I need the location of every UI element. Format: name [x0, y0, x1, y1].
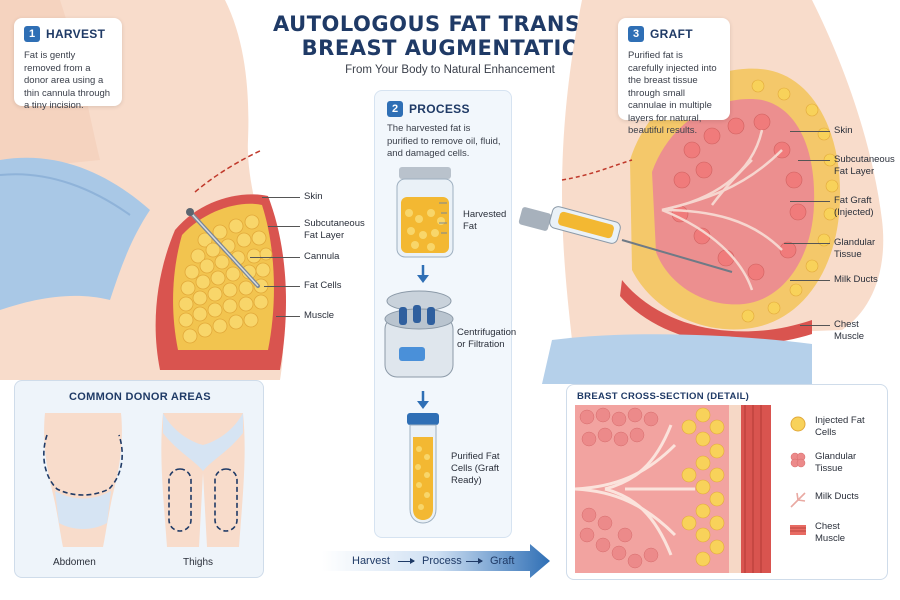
legend-injected: Injected Fat Cells: [789, 415, 875, 439]
milk-ducts: [661, 129, 783, 291]
harvest-label-subcutaneous: Subcutaneous Fat Layer: [304, 218, 365, 241]
process-label-harvested: Harvested Fat: [463, 209, 507, 232]
injected-fat-icon: [790, 416, 806, 432]
graft-step-number: 3: [628, 26, 644, 42]
injected-fat-cells: [741, 79, 839, 323]
graft-drape: [542, 334, 812, 384]
arrow-down-icon-2: [417, 391, 429, 409]
cross-section-title: BREAST CROSS-SECTION (DETAIL): [577, 391, 750, 402]
graft-label-skin: Skin: [834, 125, 853, 136]
purified-fat-tube: [407, 413, 439, 524]
harvest-label-skin: Skin: [304, 191, 323, 202]
legend-injected-text: Injected Fat Cells: [815, 415, 865, 438]
abdomen-donor-outline: [43, 434, 123, 496]
flow-harvest: Harvest: [352, 555, 390, 567]
abdomen-figure: [43, 413, 123, 547]
thighs-figure: [161, 413, 245, 547]
graft-label-chest-muscle: Chest Muscle: [834, 319, 865, 342]
graft-card: 3 GRAFT Purified fat is carefully inject…: [618, 18, 730, 136]
graft-label-fat-graft: Fat Graft (Injected): [834, 195, 874, 218]
thigh-right-donor-outline: [214, 468, 238, 532]
harvest-step-title: HARVEST: [46, 27, 106, 41]
title-line-2: BREAST AUGMENTATION: [301, 36, 599, 60]
incision-line: [194, 149, 263, 193]
donor-areas-title: COMMON DONOR AREAS: [69, 391, 211, 403]
flow-arrow-icon-2: [466, 558, 483, 564]
harvested-fat-jar: [396, 167, 454, 258]
page-subtitle: From Your Body to Natural Enhancement: [345, 64, 555, 76]
harvest-step-number: 1: [24, 26, 40, 42]
legend-chest-muscle: Chest Muscle: [789, 521, 865, 545]
syringe: [518, 206, 733, 273]
process-label-centrifuge: Centrifugation or Filtration: [457, 327, 517, 350]
process-step-text: The harvested fat is purified to remove …: [387, 123, 501, 159]
thigh-left-donor-outline: [168, 468, 192, 532]
graft-step-title: GRAFT: [650, 27, 693, 41]
milk-ducts-icon: [790, 492, 806, 508]
graft-step-text: Purified fat is carefully injected into …: [628, 50, 717, 136]
flow-process: Process: [422, 555, 462, 567]
graft-label-milk-ducts: Milk Ducts: [834, 274, 878, 285]
harvest-label-fat-cells: Fat Cells: [304, 280, 342, 291]
harvest-illustration: [0, 0, 287, 380]
cross-section-box: BREAST CROSS-SECTION (DETAIL) Injected F…: [566, 384, 888, 580]
process-label-purified: Purified Fat Cells (Graft Ready): [451, 451, 500, 486]
process-step-title: PROCESS: [409, 102, 470, 116]
graft-label-glandular: Glandular Tissue: [834, 237, 876, 260]
process-flow-arrow: [322, 544, 550, 578]
legend-glandular: Glandular Tissue: [789, 451, 875, 475]
legend-glandular-text: Glandular Tissue: [815, 451, 857, 474]
page-title: AUTOLOGOUS FAT TRANSFER BREAST AUGMENTAT…: [270, 12, 630, 60]
harvest-label-cannula: Cannula: [304, 251, 340, 262]
flow-graft: Graft: [490, 555, 515, 567]
donor-caption-thighs: Thighs: [183, 557, 214, 568]
flow-arrow-icon-1: [398, 558, 415, 564]
arrow-down-icon: [417, 265, 429, 283]
title-line-1: AUTOLOGOUS FAT TRANSFER: [273, 12, 627, 36]
cross-section-illustration: [575, 405, 771, 573]
harvest-label-muscle: Muscle: [304, 310, 335, 321]
legend-milk-ducts: Milk Ducts: [789, 491, 859, 509]
legend-milk-ducts-text: Milk Ducts: [815, 491, 859, 502]
harvest-card: 1 HARVEST Fat is gently removed from a d…: [14, 18, 122, 111]
chest-muscle: [620, 280, 812, 345]
harvest-step-text: Fat is gently removed from a donor area …: [24, 50, 111, 111]
process-step-number: 2: [387, 101, 403, 117]
centrifuge: [384, 290, 454, 378]
glandular-tissue-icon: [790, 452, 806, 468]
donor-caption-abdomen: Abdomen: [53, 557, 96, 568]
chest-muscle-icon: [790, 525, 806, 535]
process-panel: 2 PROCESS The harvested fat is purified …: [374, 90, 517, 538]
drape: [0, 157, 150, 310]
legend-chest-muscle-text: Chest Muscle: [815, 521, 846, 544]
donor-areas-box: COMMON DONOR AREAS Abdomen Thighs: [14, 380, 264, 578]
graft-label-subcutaneous: Subcutaneous Fat Layer: [834, 154, 895, 177]
